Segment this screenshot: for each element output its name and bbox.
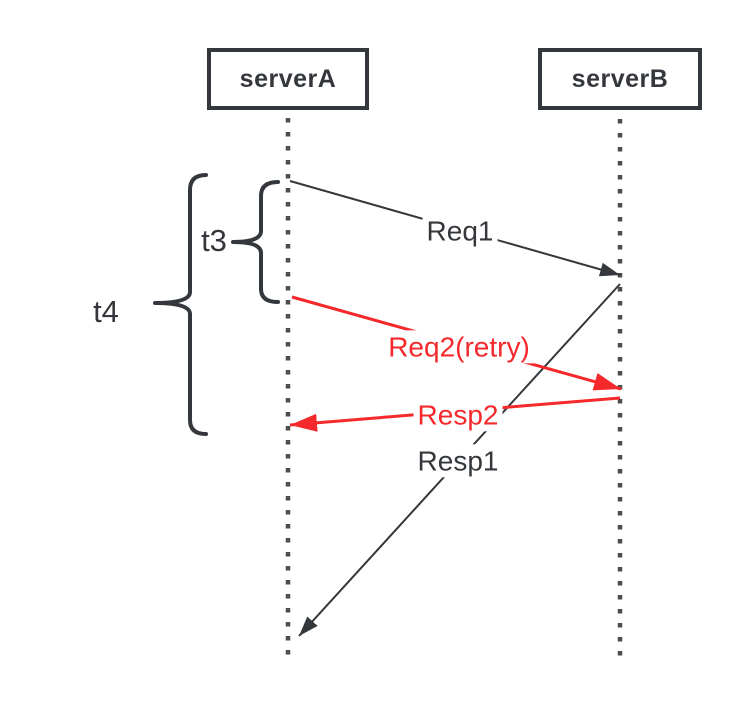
actor-serverA: serverA bbox=[207, 48, 369, 110]
message-label-resp2: Resp2 bbox=[413, 398, 503, 432]
actor-serverB-label: serverB bbox=[571, 64, 669, 93]
message-label-req2-retry: Req2(retry) bbox=[384, 330, 534, 364]
brace-t4 bbox=[153, 173, 208, 436]
message-label-req1: Req1 bbox=[422, 214, 498, 248]
interval-label-t3: t3 bbox=[201, 223, 227, 258]
brace-t3 bbox=[231, 180, 280, 304]
message-label-resp1: Resp1 bbox=[413, 444, 503, 478]
actor-serverB: serverB bbox=[538, 48, 702, 110]
actor-serverA-label: serverA bbox=[239, 64, 337, 93]
interval-label-t4: t4 bbox=[93, 294, 119, 329]
